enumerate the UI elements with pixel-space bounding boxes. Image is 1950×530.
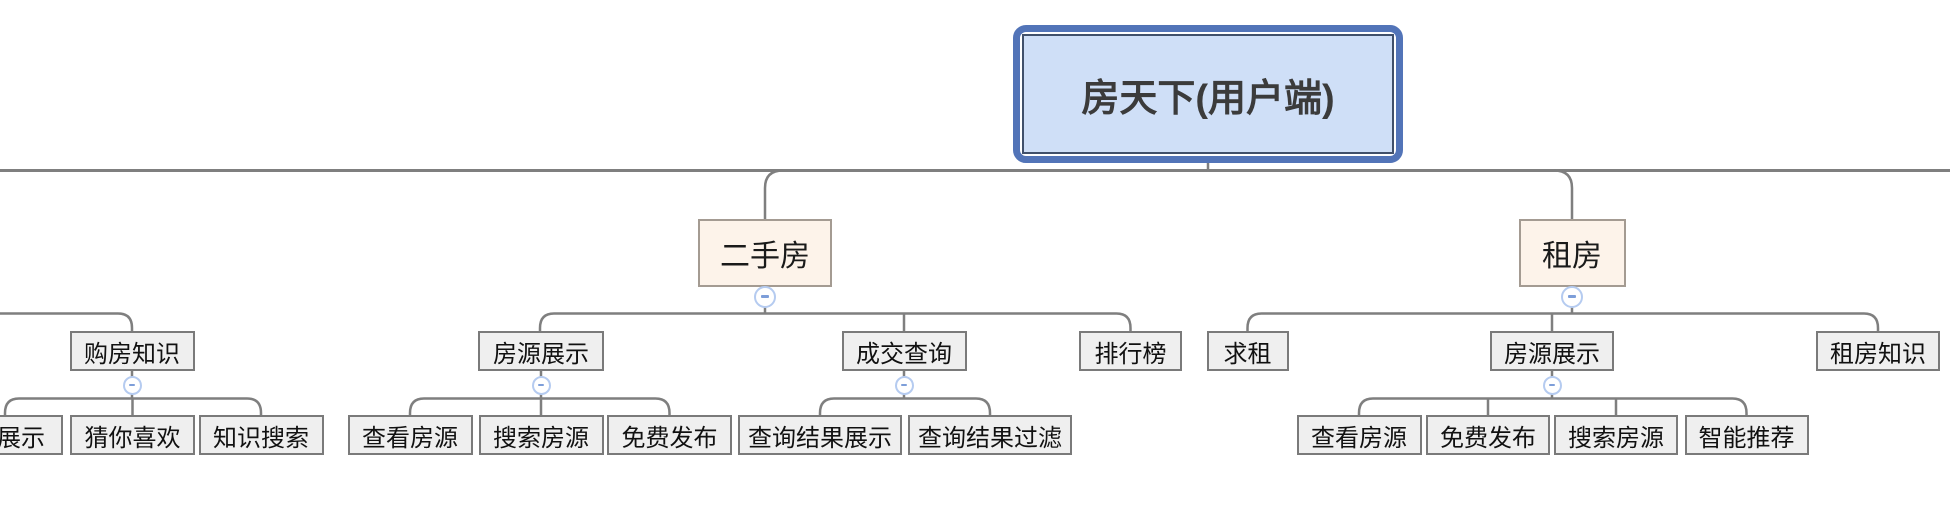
node-chaxun-jieguo-guolv[interactable]: 查询结果过滤 bbox=[908, 415, 1072, 455]
node-chengjiao-chaxun[interactable]: 成交查询 bbox=[841, 331, 967, 371]
node-sousuo-fangyuan-zf[interactable]: 搜索房源 bbox=[1554, 415, 1678, 455]
connector-rail-zufang-children bbox=[1246, 312, 1880, 331]
node-root[interactable]: 房天下(用户端) bbox=[1013, 25, 1403, 163]
node-qiuzu[interactable]: 求租 bbox=[1206, 331, 1289, 371]
connector-elbow-to-ershoufang bbox=[763, 169, 784, 219]
node-chakan-fangyuan-esf[interactable]: 查看房源 bbox=[347, 415, 473, 455]
node-fangyuan-zhanshi-zf[interactable]: 房源展示 bbox=[1490, 331, 1614, 371]
node-zhineng-tuijian[interactable]: 智能推荐 bbox=[1684, 415, 1809, 455]
node-chaxun-jieguo-zhanshi[interactable]: 查询结果展示 bbox=[738, 415, 902, 455]
collapse-minus-icon-goufang-zhishi[interactable] bbox=[122, 375, 142, 395]
minus-bar bbox=[760, 295, 770, 298]
collapse-minus-icon-ershoufang[interactable] bbox=[754, 285, 776, 308]
connector-rail-offcanvas-left-parent bbox=[0, 312, 134, 331]
collapse-minus-icon-chengjiao-chaxun[interactable] bbox=[894, 375, 914, 395]
connector-elbow-to-zufang bbox=[1553, 169, 1574, 219]
node-zufang-zhishi[interactable]: 租房知识 bbox=[1816, 331, 1940, 371]
collapse-minus-icon-fangyuan-zhanshi-zf[interactable] bbox=[1542, 375, 1562, 395]
minus-bar bbox=[900, 383, 908, 387]
node-fangyuan-zhanshi-esf[interactable]: 房源展示 bbox=[478, 331, 604, 371]
minus-bar bbox=[128, 383, 136, 387]
connector-rail-chengjiao-chaxun-children bbox=[818, 397, 992, 415]
minus-bar bbox=[1567, 295, 1577, 298]
node-zhishi-sousuo[interactable]: 知识搜索 bbox=[198, 415, 324, 455]
node-chakan-fangyuan-zf[interactable]: 查看房源 bbox=[1296, 415, 1422, 455]
node-cai-ni-xihuan[interactable]: 猜你喜欢 bbox=[70, 415, 195, 455]
node-zufang[interactable]: 租房 bbox=[1518, 219, 1626, 287]
node-ershoufang[interactable]: 二手房 bbox=[698, 219, 832, 287]
node-mianfei-fabu-zf[interactable]: 免费发布 bbox=[1426, 415, 1550, 455]
node-sousuo-fangyuan-esf[interactable]: 搜索房源 bbox=[478, 415, 604, 455]
node-zhanshi-clipped[interactable]: 展示 bbox=[0, 415, 63, 455]
minus-bar bbox=[537, 383, 545, 387]
minus-bar bbox=[1548, 383, 1556, 387]
node-paihangbang[interactable]: 排行榜 bbox=[1079, 331, 1182, 371]
connector-rail-ershoufang-children bbox=[538, 312, 1132, 331]
root-node-label: 房天下(用户端) bbox=[1022, 34, 1394, 154]
collapse-minus-icon-zufang[interactable] bbox=[1561, 285, 1583, 308]
node-goufang-zhishi[interactable]: 购房知识 bbox=[69, 331, 195, 371]
collapse-minus-icon-fangyuan-zhanshi-esf[interactable] bbox=[531, 375, 551, 395]
connector-rail-fangyuan-zhanshi-zf-children bbox=[1357, 397, 1748, 415]
node-mianfei-fabu-esf[interactable]: 免费发布 bbox=[607, 415, 732, 455]
